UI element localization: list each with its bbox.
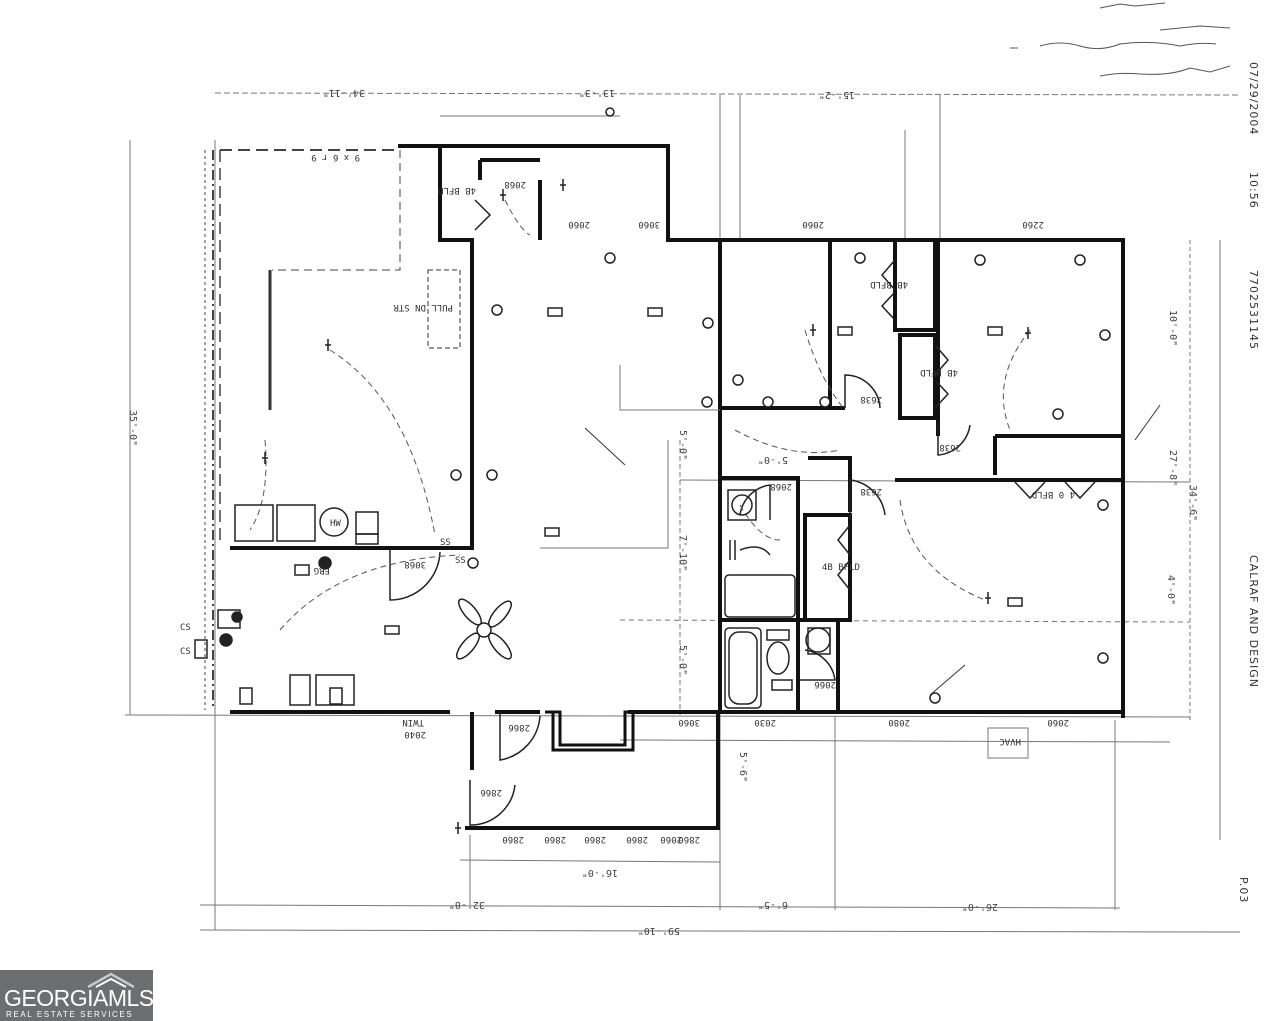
door-window-codes: 2068 2060 3060 2060 2260 2638 2638 2638 … [404, 179, 1069, 844]
code-2: 2060 [568, 219, 590, 229]
fax-date: 07/29/2004 [1247, 62, 1260, 135]
dim-inner-sub: 5'-0" [758, 454, 788, 465]
cs-top-label: CS [180, 623, 191, 633]
code-21: 2860 [584, 834, 606, 844]
code-10: 3068 [404, 559, 426, 569]
code-9: 2068 [770, 481, 792, 491]
code-8: 2638 [860, 486, 882, 496]
ceiling-fan-icon [455, 598, 513, 660]
code-15: 2030 [754, 717, 776, 727]
dim-bottom-total: 59'-10" [638, 925, 680, 936]
code-13: 2040 [404, 729, 426, 739]
laundry-appliances [194, 504, 379, 706]
code-18: 2066 [814, 679, 836, 689]
fax-number: 7702531145 [1247, 270, 1260, 350]
dim-inner-5: 5'-0" [677, 430, 688, 460]
code-6: 2638 [860, 394, 882, 404]
electrical-arcs [249, 199, 1031, 631]
dim-top-left: 34'-11" [323, 87, 365, 98]
code-12: 2866 [480, 787, 502, 797]
code-22: 2860 [626, 834, 648, 844]
dim-left-total: 35'-0" [127, 410, 138, 446]
dim-right-mid: 27'-8" [1167, 450, 1178, 486]
code-1: 2068 [504, 179, 526, 189]
dim-top-mid: 13'-3" [579, 87, 615, 98]
hvac-label: HVAC [999, 736, 1021, 746]
closet-top-left-label: 4B BFLD [438, 185, 476, 195]
house-roof-icon [87, 972, 135, 988]
bath-fixtures [724, 489, 831, 709]
logo-main-text: GEORGIAMLS [4, 985, 154, 1011]
garage-outline [204, 149, 401, 710]
closet-hall-label: 4B BFLD [822, 563, 860, 573]
dimension-lines [124, 92, 1241, 933]
dim-right-upper: 10'-0" [1167, 310, 1178, 346]
company-name: CALRAF AND DESIGN [1247, 555, 1260, 688]
ss-right-label: SS [455, 556, 466, 566]
doors [389, 374, 971, 826]
walls [230, 144, 1125, 830]
dim-bottom-mid: 16'-0" [582, 867, 618, 878]
light-fixtures [219, 107, 1111, 834]
dim-inner-56: 5'-6" [737, 752, 748, 782]
code-3: 3060 [638, 219, 660, 229]
code-4: 2060 [802, 219, 824, 229]
pull-stair-label: PULL DN STR [393, 302, 453, 312]
hw-label: HW [330, 519, 341, 529]
fax-time: 10:56 [1247, 172, 1260, 209]
twin-label: TWIN [402, 717, 424, 727]
closet-bed3-label: 4 0 BFLD [1032, 489, 1075, 499]
code-20: 2860 [544, 834, 566, 844]
code-11: 2866 [508, 722, 530, 732]
cs-bottom-label: CS [180, 647, 191, 657]
georgia-mls-logo: GEORGIAMLS REAL ESTATE SERVICES [0, 970, 154, 1021]
dim-bottom-right: 26'-0" [962, 901, 998, 912]
code-7: 2638 [939, 442, 961, 452]
code-17: 2060 [1047, 717, 1069, 727]
ss-left-label: SS [440, 538, 451, 548]
closet-bed1-label: 4B BFLD [870, 279, 908, 289]
handwritten-notes [1010, 2, 1231, 77]
code-14: 3060 [678, 717, 700, 727]
code-19: 2860 [502, 834, 524, 844]
logo-sub-text: REAL ESTATE SERVICES [6, 1010, 134, 1019]
frg-label: FRG [314, 565, 330, 575]
dim-bottom-left: 32'-8" [449, 899, 485, 910]
dim-right-total: 34'-6" [1187, 485, 1198, 521]
dim-top-right: 15'-2" [819, 89, 855, 100]
dim-bottom-small: 6'-5" [758, 899, 788, 910]
attic-stair [427, 269, 461, 349]
dimension-texts: 34'-11" 13'-3" 15'-2" 34'-6" 10'-0" 27'-… [127, 87, 1198, 936]
fireplace [545, 710, 640, 752]
code-5: 2260 [1022, 219, 1044, 229]
bifold-symbols [474, 199, 1096, 591]
room-labels: PULL DN STR HW FRG SS SS CS CS 4B BFLD 4… [180, 152, 1075, 746]
code-23: 2860 [678, 834, 700, 844]
code-16: 2080 [888, 717, 910, 727]
counters [540, 365, 1161, 759]
code-24: 2060 [660, 834, 682, 844]
closet-bed2-label: 4B BFLD [920, 367, 958, 377]
dim-inner-710: 7'-10" [677, 535, 688, 571]
dim-inner-50: 5'-0" [677, 645, 688, 675]
side-text: 07/29/2004 10:56 7702531145 CALRAF AND D… [1237, 62, 1260, 903]
page-number: P.03 [1237, 877, 1250, 903]
dim-right-lower: 4'-0" [1165, 575, 1176, 605]
slab-label: 9 x 6 r 9 [311, 152, 360, 162]
